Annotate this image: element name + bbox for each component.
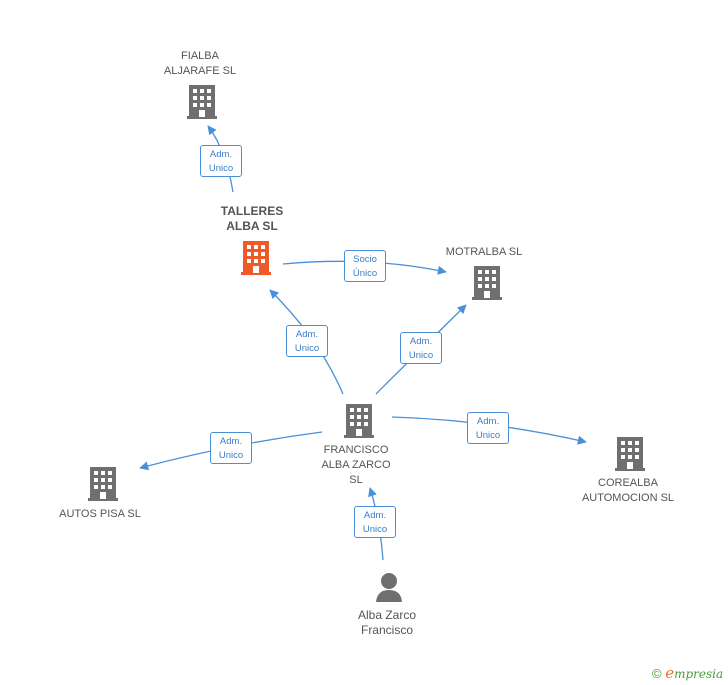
node-label-fialba[interactable]: FIALBA ALJARAFE SL xyxy=(163,50,237,77)
building-icon[interactable] xyxy=(344,404,374,438)
copyright-symbol: © xyxy=(652,666,662,681)
edges xyxy=(139,125,587,561)
node-label-talleres[interactable]: TALLERES ALBA SL xyxy=(220,204,284,233)
node-label-francisco[interactable]: FRANCISCO ALBA ZARCO SL xyxy=(321,444,391,486)
building-icon[interactable] xyxy=(472,266,502,300)
node-label-autospisa[interactable]: AUTOS PISA SL xyxy=(59,508,141,520)
brand-logo-text: mpresia xyxy=(674,667,724,681)
edge-label-francisco-talleres: Adm. Unico xyxy=(286,325,328,357)
brand-logo-initial: e xyxy=(665,664,675,682)
node-label-motralba[interactable]: MOTRALBA SL xyxy=(445,246,523,258)
building-icon[interactable] xyxy=(187,85,217,119)
building-icon[interactable] xyxy=(241,241,271,275)
empresia-watermark: © empresia xyxy=(652,664,723,682)
edge-label-francisco-motralba: Adm. Unico xyxy=(400,332,442,364)
building-icon[interactable] xyxy=(88,467,118,501)
edge-label-person-francisco: Adm. Unico xyxy=(354,506,396,538)
edge-label-talleres-motralba: Socio Único xyxy=(344,250,386,282)
person-icon[interactable] xyxy=(376,573,402,602)
edge-label-talleres-fialba: Adm. Unico xyxy=(200,145,242,177)
building-icon[interactable] xyxy=(615,437,645,471)
edge-label-francisco-corealba: Adm. Unico xyxy=(467,412,509,444)
node-label-person[interactable]: Alba Zarco Francisco xyxy=(357,608,417,637)
node-label-corealba[interactable]: COREALBA AUTOMOCION SL xyxy=(581,477,675,504)
node-icons xyxy=(88,85,645,602)
edge-label-francisco-autospisa: Adm. Unico xyxy=(210,432,252,464)
